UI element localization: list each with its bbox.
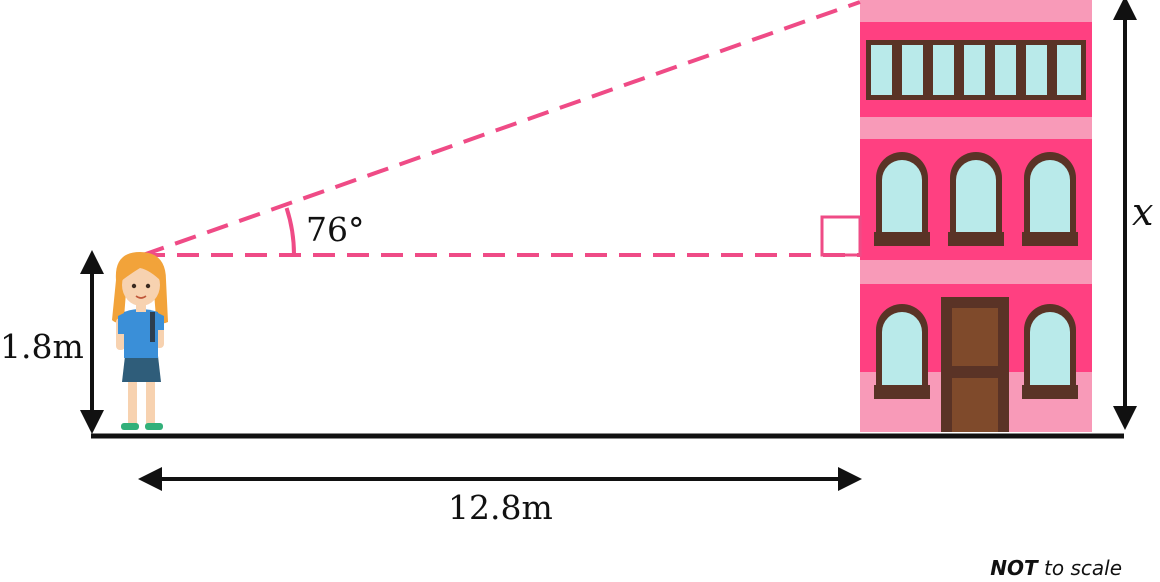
not-to-scale-note: NOT to scale bbox=[990, 556, 1122, 580]
arched-window bbox=[1022, 304, 1078, 399]
girl-figure-icon bbox=[112, 252, 168, 430]
person-height-label: 1.8m bbox=[0, 327, 84, 366]
unknown-height-label: x bbox=[1132, 190, 1154, 234]
arched-window bbox=[1022, 152, 1078, 246]
angle-arc bbox=[284, 207, 297, 256]
door bbox=[941, 297, 1009, 432]
building-icon bbox=[860, 0, 1092, 432]
angle-label: 76° bbox=[306, 210, 365, 249]
line-of-sight-to-top bbox=[142, 0, 861, 257]
note-rest-text: to scale bbox=[1037, 556, 1122, 580]
right-angle-marker-icon bbox=[820, 215, 862, 257]
note-bold-text: NOT bbox=[990, 556, 1038, 580]
distance-label: 12.8m bbox=[448, 488, 553, 527]
sight-lines bbox=[142, 0, 862, 257]
top-window-row bbox=[866, 40, 1086, 100]
arched-window bbox=[948, 152, 1004, 246]
arched-window bbox=[874, 152, 930, 246]
arched-window bbox=[874, 304, 930, 399]
